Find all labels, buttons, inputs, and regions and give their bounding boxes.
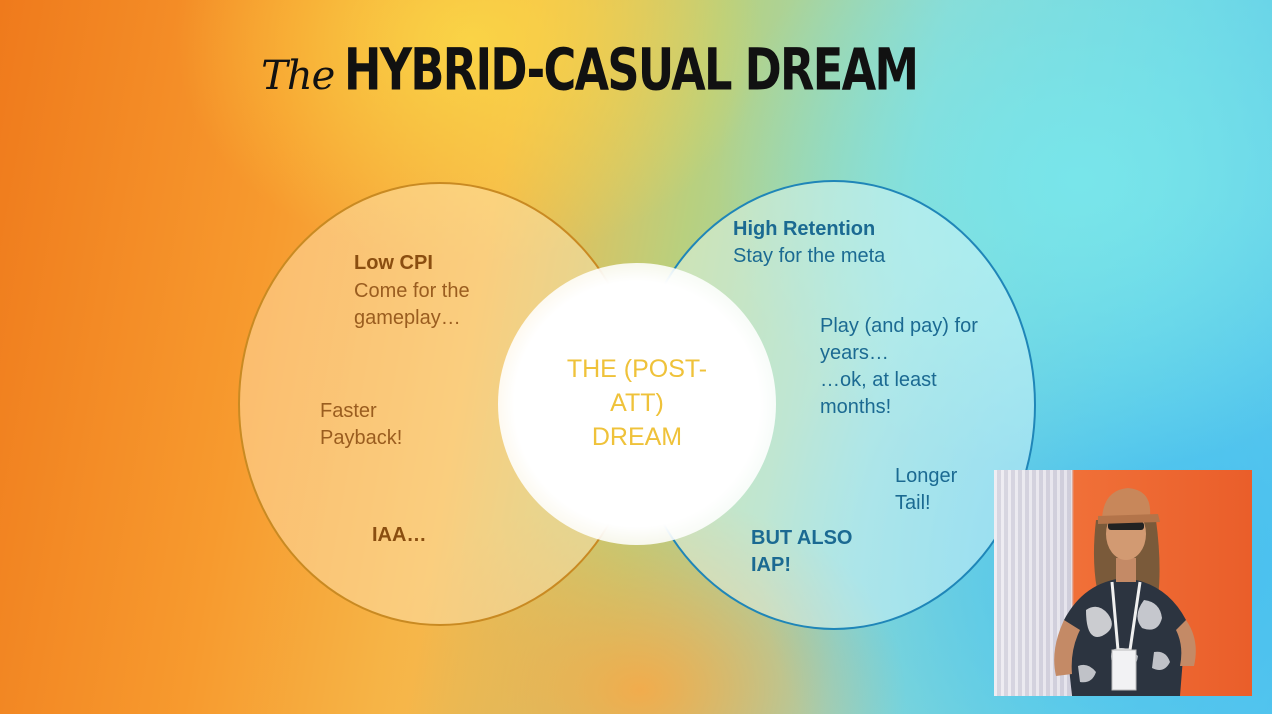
but-also-iap-line: IAP!: [751, 554, 791, 576]
low-cpi-body-line: gameplay…: [354, 307, 461, 329]
low-cpi-heading: Low CPI: [354, 252, 433, 274]
longer-tail-line: Tail!: [895, 492, 931, 514]
speaker-figure: [1054, 488, 1196, 696]
stay-for-meta-text: Stay for the meta: [733, 245, 886, 267]
venn-center-glow: [498, 263, 776, 545]
center-dream-text: THE (POST- ATT) DREAM: [520, 352, 754, 454]
low-cpi-body: Come for the gameplay…: [354, 278, 470, 332]
high-retention-heading: High Retention: [733, 218, 876, 240]
play-and-pay-line: months!: [820, 396, 892, 418]
longer-tail-line: Longer: [895, 465, 958, 487]
title-prefix: The: [261, 53, 335, 99]
play-and-pay-line: years…: [820, 342, 889, 364]
longer-tail-text: Longer Tail!: [895, 463, 957, 517]
speaker-video-inset: [994, 470, 1252, 696]
center-dream-line: THE (POST-: [566, 355, 708, 383]
but-also-iap-line: BUT ALSO: [751, 527, 853, 549]
faster-payback-text: Faster Payback!: [320, 398, 402, 452]
play-and-pay-text: Play (and pay) for years… …ok, at least …: [820, 313, 978, 421]
center-dream-line: DREAM: [591, 423, 683, 451]
faster-payback-line: Payback!: [320, 427, 403, 449]
title-main: HYBRID-CASUAL DREAM: [344, 36, 919, 104]
center-dream-line: ATT): [610, 389, 664, 417]
faster-payback-line: Faster: [320, 400, 377, 422]
play-and-pay-line: Play (and pay) for: [820, 315, 978, 337]
low-cpi-body-line: Come for the: [354, 280, 470, 302]
but-also-iap-label: BUT ALSO IAP!: [751, 525, 852, 579]
iaa-label: IAA…: [372, 524, 427, 546]
play-and-pay-line: …ok, at least: [820, 369, 937, 391]
